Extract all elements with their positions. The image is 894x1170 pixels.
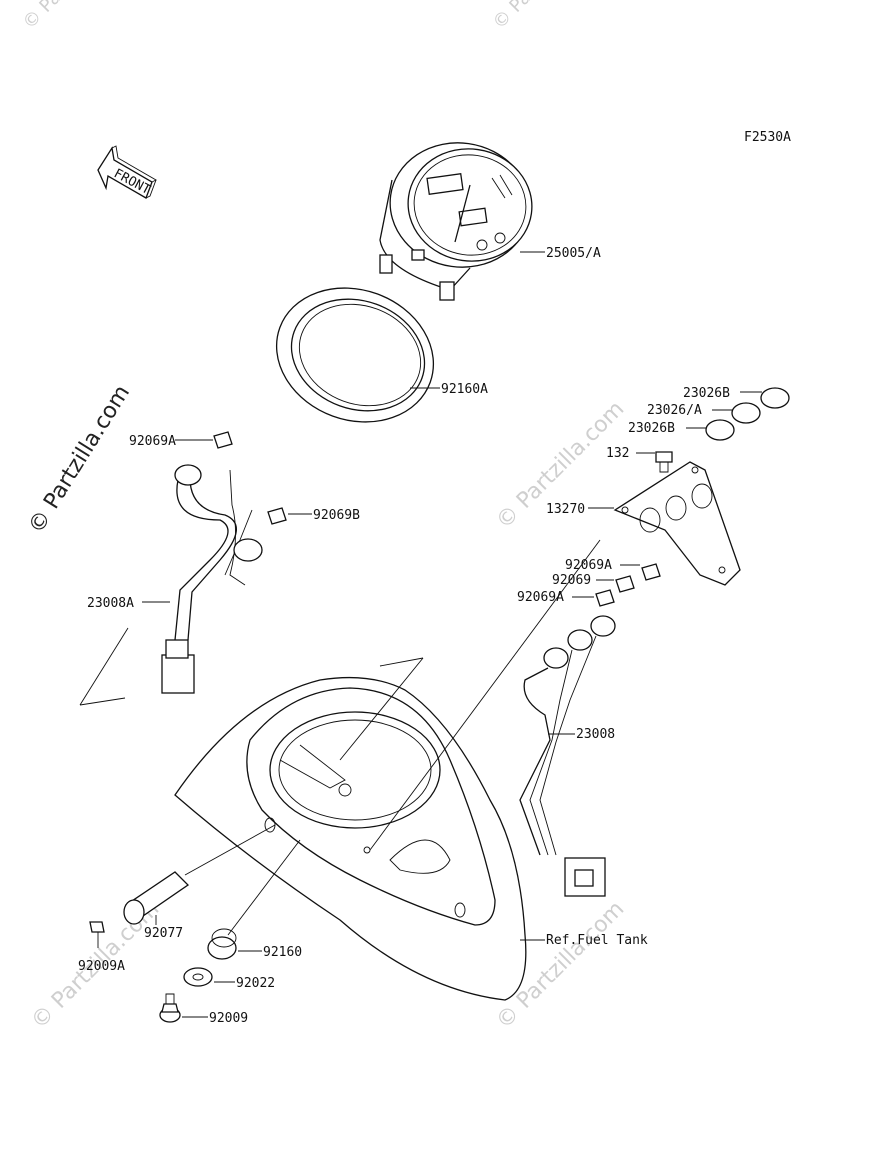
front-arrow-icon: FRONT xyxy=(97,145,157,199)
label-92009: 92009 xyxy=(209,1011,248,1026)
label-92069A-r1: 92069A xyxy=(565,558,612,573)
label-25005A: 25005/A xyxy=(546,246,601,261)
label-ref-fuel-tank: Ref.Fuel Tank xyxy=(546,933,648,948)
bezel-ring xyxy=(275,287,435,423)
left-wire-harness xyxy=(161,464,263,694)
fuel-tank-dash-housing xyxy=(174,676,527,1001)
figure-code: F2530A xyxy=(744,130,791,145)
grommet-92077 xyxy=(123,871,190,925)
label-23008: 23008 xyxy=(576,727,615,742)
bulb-icon xyxy=(213,431,233,449)
right-wire-harness xyxy=(519,615,616,897)
label-92069: 92069 xyxy=(552,573,591,588)
label-92160: 92160 xyxy=(263,945,302,960)
label-23008A: 23008A xyxy=(87,596,134,611)
bracket-13270 xyxy=(613,461,741,586)
watermark-tile: © Partzilla.com xyxy=(19,0,132,34)
label-132: 132 xyxy=(606,446,629,461)
label-92069A-left: 92069A xyxy=(129,434,176,449)
bulb-icon xyxy=(267,507,287,525)
label-92077: 92077 xyxy=(144,926,183,941)
label-92022: 92022 xyxy=(236,976,275,991)
indicator-lenses xyxy=(705,387,790,441)
screw-92009A xyxy=(89,921,105,948)
label-13270: 13270 xyxy=(546,502,585,517)
washer-92022 xyxy=(183,967,213,987)
label-92009A: 92009A xyxy=(78,959,125,974)
bulb-icon xyxy=(641,563,661,581)
bulb-icon xyxy=(595,589,615,607)
label-92069B: 92069B xyxy=(313,508,360,523)
rubber-92160 xyxy=(207,928,237,960)
label-92160A: 92160A xyxy=(441,382,488,397)
label-23026B: 23026B xyxy=(628,421,675,436)
speedometer xyxy=(379,142,533,301)
watermark-tile: © Partzilla.com xyxy=(489,0,602,34)
screw-132 xyxy=(655,451,673,473)
label-23026B-top: 23026B xyxy=(683,386,730,401)
watermark-tile: © Partzilla.com xyxy=(492,897,630,1035)
bolt-92009 xyxy=(159,993,181,1023)
label-23026A: 23026/A xyxy=(647,403,702,418)
label-92069A-r2: 92069A xyxy=(517,590,564,605)
assembly-guide-lines xyxy=(79,539,601,936)
watermark-main: © Partzilla.com xyxy=(24,381,135,538)
bulb-icon xyxy=(615,575,635,593)
